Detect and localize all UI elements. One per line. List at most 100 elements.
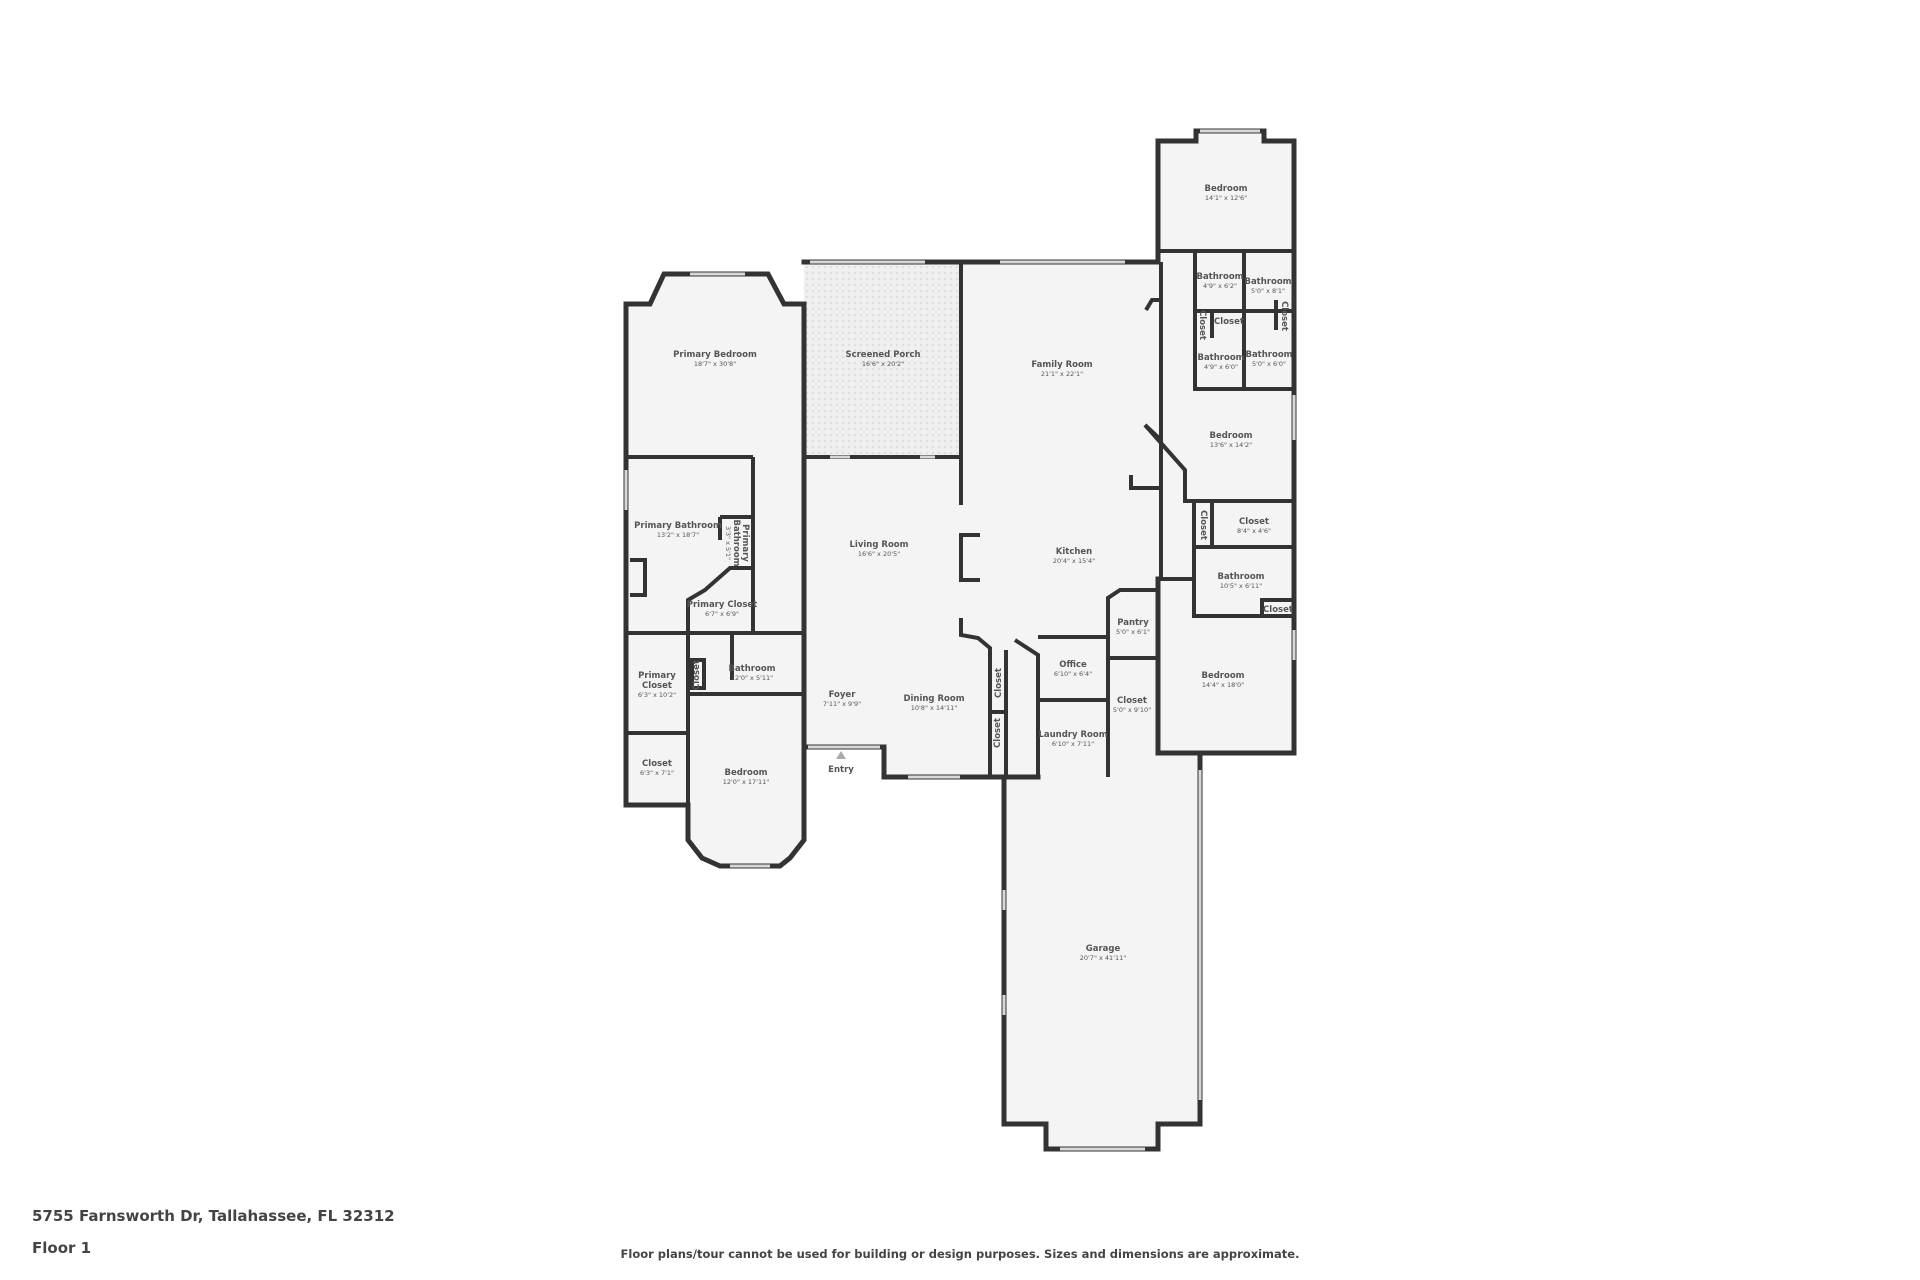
svg-text:Bedroom: Bedroom (1201, 671, 1244, 681)
property-address: 5755 Farnsworth Dr, Tallahassee, FL 3231… (32, 1207, 395, 1225)
room-closet: Closet (1214, 317, 1244, 327)
svg-text:Foyer: Foyer (829, 690, 857, 700)
svg-text:Office: Office (1059, 660, 1087, 670)
svg-text:Closet: Closet (1239, 517, 1269, 527)
svg-text:Dining Room: Dining Room (903, 694, 964, 704)
svg-text:Closet: Closet (1197, 310, 1207, 340)
svg-text:Closet: Closet (642, 759, 672, 769)
room-closet: Closet (1279, 301, 1289, 331)
floor-label: Floor 1 (32, 1239, 92, 1257)
svg-text:Living Room: Living Room (850, 540, 909, 550)
svg-text:Closet: Closet (1214, 317, 1244, 327)
svg-text:Closet: Closet (642, 681, 672, 691)
room-closet: Closet (692, 660, 702, 690)
svg-text:Closet: Closet (692, 660, 702, 690)
svg-text:14'4" x 18'0": 14'4" x 18'0" (1202, 681, 1244, 689)
svg-text:Closet: Closet (993, 718, 1003, 748)
svg-text:Bathroom: Bathroom (731, 519, 741, 566)
svg-text:Closet: Closet (1279, 301, 1289, 331)
svg-text:6'10" x 7'11": 6'10" x 7'11" (1052, 740, 1094, 748)
svg-text:10'5" x 6'11": 10'5" x 6'11" (1220, 582, 1262, 590)
svg-text:5'0" x 9'10": 5'0" x 9'10" (1113, 706, 1151, 714)
svg-text:Family Room: Family Room (1031, 360, 1092, 370)
svg-text:5'0" x 6'0": 5'0" x 6'0" (1252, 360, 1286, 368)
svg-text:7'11" x 9'9": 7'11" x 9'9" (823, 700, 861, 708)
svg-text:Bathroom: Bathroom (1197, 353, 1244, 363)
svg-text:Screened Porch: Screened Porch (845, 350, 920, 360)
svg-text:12'0" x 17'11": 12'0" x 17'11" (723, 778, 769, 786)
room-closet: Closet (1198, 510, 1208, 540)
svg-text:13'2" x 18'7": 13'2" x 18'7" (657, 531, 699, 539)
svg-text:18'7" x 30'8": 18'7" x 30'8" (694, 360, 736, 368)
svg-text:Pantry: Pantry (1117, 618, 1149, 628)
svg-text:Primary Bathroom: Primary Bathroom (634, 521, 722, 531)
svg-text:Bedroom: Bedroom (1204, 184, 1247, 194)
svg-text:Laundry Room: Laundry Room (1038, 730, 1107, 740)
svg-text:5'0" x 8'1": 5'0" x 8'1" (1251, 287, 1285, 295)
svg-text:Bathroom: Bathroom (1244, 277, 1291, 287)
svg-text:Bathroom: Bathroom (728, 664, 775, 674)
entry-label: Entry (828, 765, 854, 775)
svg-text:Bathroom: Bathroom (1196, 272, 1243, 282)
disclaimer: Floor plans/tour cannot be used for buil… (620, 1247, 1300, 1261)
svg-text:6'10" x 6'4": 6'10" x 6'4" (1054, 670, 1092, 678)
room-closet: Closet (994, 668, 1004, 698)
svg-text:Closet: Closet (1117, 696, 1147, 706)
svg-text:Bedroom: Bedroom (1209, 431, 1252, 441)
svg-text:Bedroom: Bedroom (724, 768, 767, 778)
walls (623, 128, 1297, 1152)
svg-text:20'7" x 41'11": 20'7" x 41'11" (1080, 954, 1126, 962)
svg-text:21'1" x 22'1": 21'1" x 22'1" (1041, 370, 1083, 378)
svg-text:Entry: Entry (828, 765, 854, 775)
svg-text:6'3" x 10'2": 6'3" x 10'2" (638, 691, 676, 699)
svg-text:13'6" x 14'2": 13'6" x 14'2" (1210, 441, 1252, 449)
svg-text:4'9" x 6'0": 4'9" x 6'0" (1204, 363, 1238, 371)
room-closet: Closet (1197, 310, 1207, 340)
svg-text:20'4" x 15'4": 20'4" x 15'4" (1053, 557, 1095, 565)
svg-text:Kitchen: Kitchen (1056, 547, 1092, 557)
svg-text:6'3" x 7'1": 6'3" x 7'1" (640, 769, 674, 777)
entry-arrow-icon (836, 751, 846, 759)
svg-text:Primary: Primary (740, 524, 750, 562)
svg-text:Primary: Primary (638, 671, 676, 681)
svg-text:6'7" x 6'9": 6'7" x 6'9" (705, 610, 739, 618)
svg-text:16'6" x 20'2": 16'6" x 20'2" (862, 360, 904, 368)
svg-text:4'9" x 6'2": 4'9" x 6'2" (1203, 282, 1237, 290)
svg-text:Closet: Closet (994, 668, 1004, 698)
svg-text:16'6" x 20'5": 16'6" x 20'5" (858, 550, 900, 558)
svg-text:Bathroom: Bathroom (1245, 350, 1292, 360)
room-closet: Closet (1263, 605, 1293, 615)
svg-text:10'8" x 14'11": 10'8" x 14'11" (911, 704, 957, 712)
floor-fill (626, 131, 1294, 1149)
svg-text:Garage: Garage (1086, 944, 1121, 954)
svg-text:Closet: Closet (1198, 510, 1208, 540)
